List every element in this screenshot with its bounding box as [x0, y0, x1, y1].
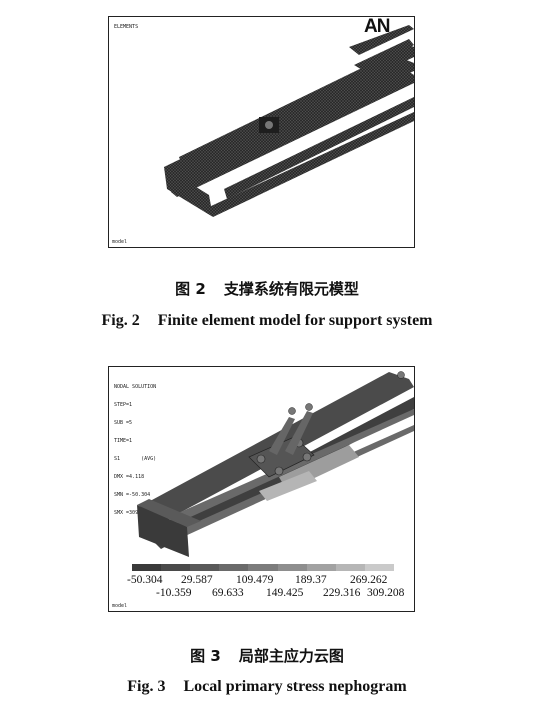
- inner-rail-1: [224, 97, 414, 199]
- fig2-panel: ELEMENTS AN model: [108, 16, 415, 248]
- fig3-caption-cn-text: 局部主应力云图: [238, 647, 344, 665]
- elements-label: ELEMENTS: [114, 24, 139, 30]
- pin-3: [397, 371, 405, 379]
- bolt-1: [256, 454, 266, 464]
- rail-mid-1: [169, 409, 414, 525]
- legend-band-4: [219, 564, 249, 571]
- front-rail-top: [164, 55, 414, 183]
- branch-mid: [354, 39, 414, 71]
- legend-band-2: [161, 564, 191, 571]
- legend-band-9: [364, 564, 394, 571]
- legend-top-3: 109.479: [236, 574, 274, 586]
- fig2-model-label: model: [112, 239, 128, 245]
- legend-top-4: 189.37: [295, 574, 327, 586]
- legend-bottom-1: -10.359: [156, 587, 192, 599]
- fig2-caption-en-num: Fig. 2: [101, 312, 140, 329]
- fig3-caption-en-num: Fig. 3: [127, 678, 166, 695]
- fig2-caption-en-text: Finite element model for support system: [157, 312, 433, 329]
- end-cap: [164, 167, 213, 217]
- header-line-2: STEP=1: [114, 402, 133, 408]
- header-line-7: SMN =-50.304: [114, 492, 151, 498]
- legend-top-5: 269.262: [350, 574, 388, 586]
- header-line-1: NODAL SOLUTION: [114, 384, 157, 390]
- legend-bottom-4: 229.316: [323, 587, 361, 599]
- header-line-4: TIME=1: [114, 438, 133, 444]
- stress-contour-model: [137, 371, 414, 557]
- legend-bottom-5: 309.208: [367, 587, 405, 599]
- fig3-caption-en-text: Local primary stress nephogram: [183, 678, 407, 695]
- legend-bottom-2: 69.633: [212, 587, 244, 599]
- inner-rail-2: [209, 112, 414, 217]
- fig3-panel: NODAL SOLUTION STEP=1 SUB =5 TIME=1 S1 (…: [108, 366, 415, 612]
- legend-band-1: [132, 564, 162, 571]
- hub-node: [265, 121, 273, 129]
- end-block-top: [137, 499, 201, 527]
- legend-bottom-3: 149.425: [266, 587, 304, 599]
- header-line-5: S1 (AVG): [114, 456, 157, 462]
- stress-legend-bar: [132, 564, 394, 571]
- pin-2: [305, 403, 313, 411]
- link-b: [285, 411, 313, 455]
- fig2-caption-cn-num: 图 2: [175, 280, 206, 298]
- fig3-caption-en: Fig. 3 Local primary stress nephogram: [0, 678, 534, 696]
- link-a: [269, 417, 295, 455]
- ansys-logo: AN: [364, 16, 390, 37]
- fig2-caption-en: Fig. 2 Finite element model for support s…: [0, 312, 534, 330]
- header-line-6: DMX =4.118: [114, 474, 145, 480]
- bolt-4: [302, 452, 312, 462]
- legend-band-6: [277, 564, 307, 571]
- legend-band-5: [248, 564, 278, 571]
- fig2-caption-cn: 图 2 支撑系统有限元模型: [0, 278, 534, 299]
- fig3-caption-cn: 图 3 局部主应力云图: [0, 645, 534, 666]
- fig3-caption-cn-num: 图 3: [190, 647, 221, 665]
- end-block: [137, 505, 189, 557]
- fig3-model-label: model: [112, 603, 128, 609]
- legend-band-7: [306, 564, 336, 571]
- link-1: [259, 97, 324, 135]
- legend-band-3: [190, 564, 220, 571]
- legend-band-8: [335, 564, 365, 571]
- fig2-caption-cn-text: 支撑系统有限元模型: [223, 280, 359, 298]
- bolt-3: [274, 466, 284, 476]
- pin-1: [288, 407, 296, 415]
- legend-top-1: -50.304: [127, 574, 163, 586]
- branch-top: [349, 25, 414, 55]
- stress-zone-2: [259, 471, 317, 501]
- header-line-3: SUB =5: [114, 420, 133, 426]
- nodal-solution-header: NODAL SOLUTION STEP=1 SUB =5 TIME=1 S1 (…: [114, 372, 156, 528]
- legend-top-2: 29.587: [181, 574, 213, 586]
- fe-mesh-model: [164, 25, 414, 217]
